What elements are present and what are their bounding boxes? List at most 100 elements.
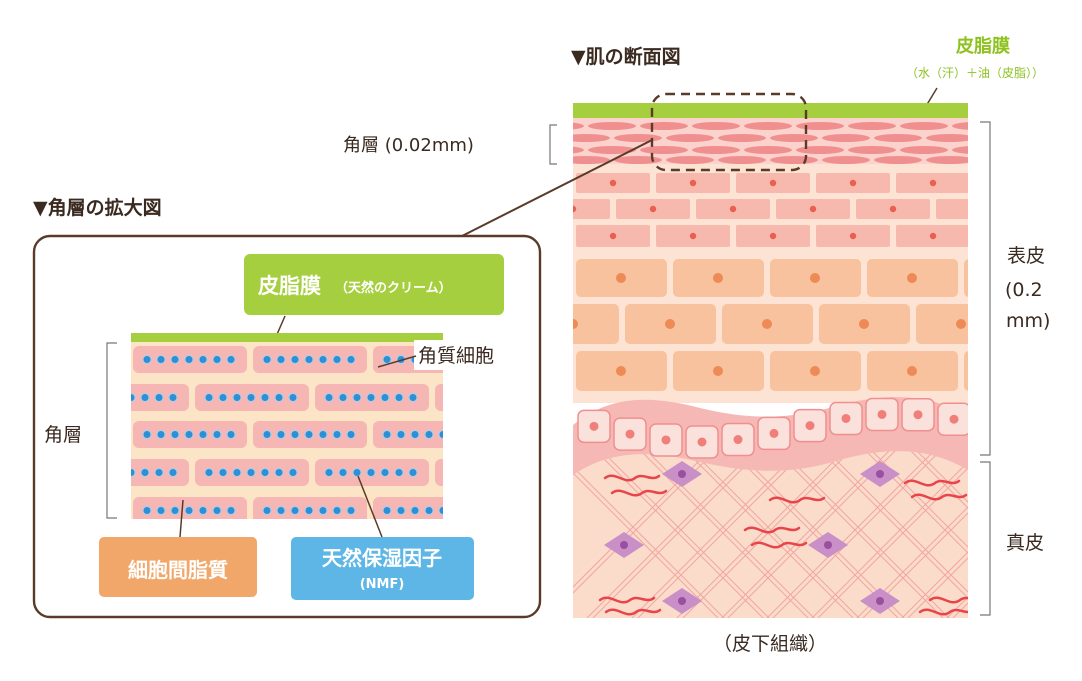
cell-nucleus: [849, 179, 857, 187]
nmf-dot: [290, 430, 300, 439]
zoom-sebum-title: 皮脂膜: [258, 274, 321, 298]
lipid-leader: [179, 499, 184, 538]
corneum-cell: [718, 134, 766, 142]
cell-nucleus: [907, 273, 917, 283]
nmf-dot: [204, 393, 214, 402]
collagen-fiber: [952, 602, 968, 618]
cell-nucleus: [859, 319, 869, 329]
nmf-dot: [332, 506, 342, 515]
nmf-dot: [366, 468, 376, 477]
nmf-dot: [318, 506, 328, 515]
basal-cells: [577, 397, 968, 459]
elastin-fiber: [750, 541, 808, 549]
fibroblast-nucleus: [620, 541, 628, 549]
corneum-cell: [692, 122, 740, 130]
nmf-dot: [324, 468, 334, 477]
elastin-fiber: [903, 479, 961, 487]
nmf-dot: [410, 506, 420, 515]
cell-nucleus: [589, 421, 599, 431]
stratum-corneum-bracket: [549, 124, 557, 165]
corneum-cell: [744, 146, 792, 154]
nmf-dot: [156, 355, 166, 364]
nmf-dot: [438, 430, 443, 439]
nmf-dot: [168, 468, 178, 477]
nmf-dot: [290, 506, 300, 515]
cross-section-title: ▼肌の断面図: [571, 45, 681, 68]
cell-nucleus: [729, 205, 737, 213]
nmf-dot: [352, 393, 362, 402]
corneum-cell: [614, 156, 662, 164]
fibroblast-nucleus: [876, 597, 884, 605]
nmf-dot: [232, 468, 242, 477]
nmf-dot: [212, 430, 222, 439]
cell-nucleus: [769, 232, 777, 240]
collagen-fiber: [899, 440, 968, 509]
nmf-dot: [156, 430, 166, 439]
corneum-cell: [573, 146, 584, 154]
corneum-cell: [666, 134, 714, 142]
epidermis-cell: [914, 302, 968, 346]
zoom-section-title: ▼角層の拡大図: [33, 196, 162, 219]
nmf-dot: [170, 355, 180, 364]
nmf-dot: [131, 393, 136, 402]
corneum-cell: [666, 156, 714, 164]
cell-nucleus: [616, 366, 626, 376]
epidermis-cell: [573, 302, 621, 346]
nmf-dot: [394, 468, 404, 477]
collagen-fiber: [811, 461, 968, 618]
nmf-dot: [142, 506, 152, 515]
nmf-callout: [291, 537, 474, 600]
dermis-label: 真皮: [1006, 532, 1044, 554]
nmf-dot: [226, 506, 236, 515]
epidermis-cell: [573, 197, 612, 221]
nmf-dot: [346, 355, 356, 364]
cell-nucleus: [697, 437, 707, 447]
collagen-fiber: [907, 557, 968, 618]
nmf-dot: [338, 393, 348, 402]
nmf-dot: [396, 430, 406, 439]
nmf-dot: [262, 506, 272, 515]
collagen-fiber: [766, 440, 946, 618]
corneum-cell: [692, 146, 740, 154]
cell-nucleus: [769, 179, 777, 187]
cell-nucleus: [907, 366, 917, 376]
nmf-dot: [218, 468, 228, 477]
cell-nucleus: [805, 421, 815, 431]
collagen-fiber: [862, 512, 968, 618]
nmf-dot: [262, 355, 272, 364]
nmf-dot: [394, 393, 404, 402]
nmf-dot: [332, 355, 342, 364]
nmf-leader: [357, 475, 383, 538]
fibroblast-nucleus: [876, 470, 884, 478]
corneum-cell: [573, 134, 610, 142]
nmf-dot: [288, 393, 298, 402]
nmf-dot: [304, 430, 314, 439]
nmf-dot: [318, 355, 328, 364]
nmf-dot: [290, 355, 300, 364]
cell-nucleus: [689, 179, 697, 187]
collagen-fiber: [817, 467, 968, 618]
epidermis-cell: [962, 257, 968, 299]
corneocyte-label: 角質細胞: [418, 345, 494, 367]
corneum-cell: [952, 122, 968, 130]
cell-nucleus: [713, 273, 723, 283]
corneum-cell: [796, 122, 844, 130]
skin-block: [573, 103, 1014, 618]
cell-nucleus: [970, 206, 976, 212]
nmf-dot: [332, 430, 342, 439]
nmf-dot: [142, 430, 152, 439]
sebum-title: 皮脂膜: [956, 35, 1010, 57]
nmf-dot: [184, 506, 194, 515]
nmf-dot: [380, 468, 390, 477]
elastin-fiber: [598, 596, 656, 604]
cell-nucleus: [810, 273, 820, 283]
nmf-dot: [156, 506, 166, 515]
nmf-dot: [324, 393, 334, 402]
nmf-dot: [382, 355, 392, 364]
corneum-cell: [614, 134, 662, 142]
cell-nucleus: [1004, 366, 1014, 376]
dermis-bracket: [980, 461, 991, 616]
nmf-dot: [198, 430, 208, 439]
zoom-highlight-box: [650, 92, 808, 172]
collagen-fiber: [901, 551, 968, 618]
